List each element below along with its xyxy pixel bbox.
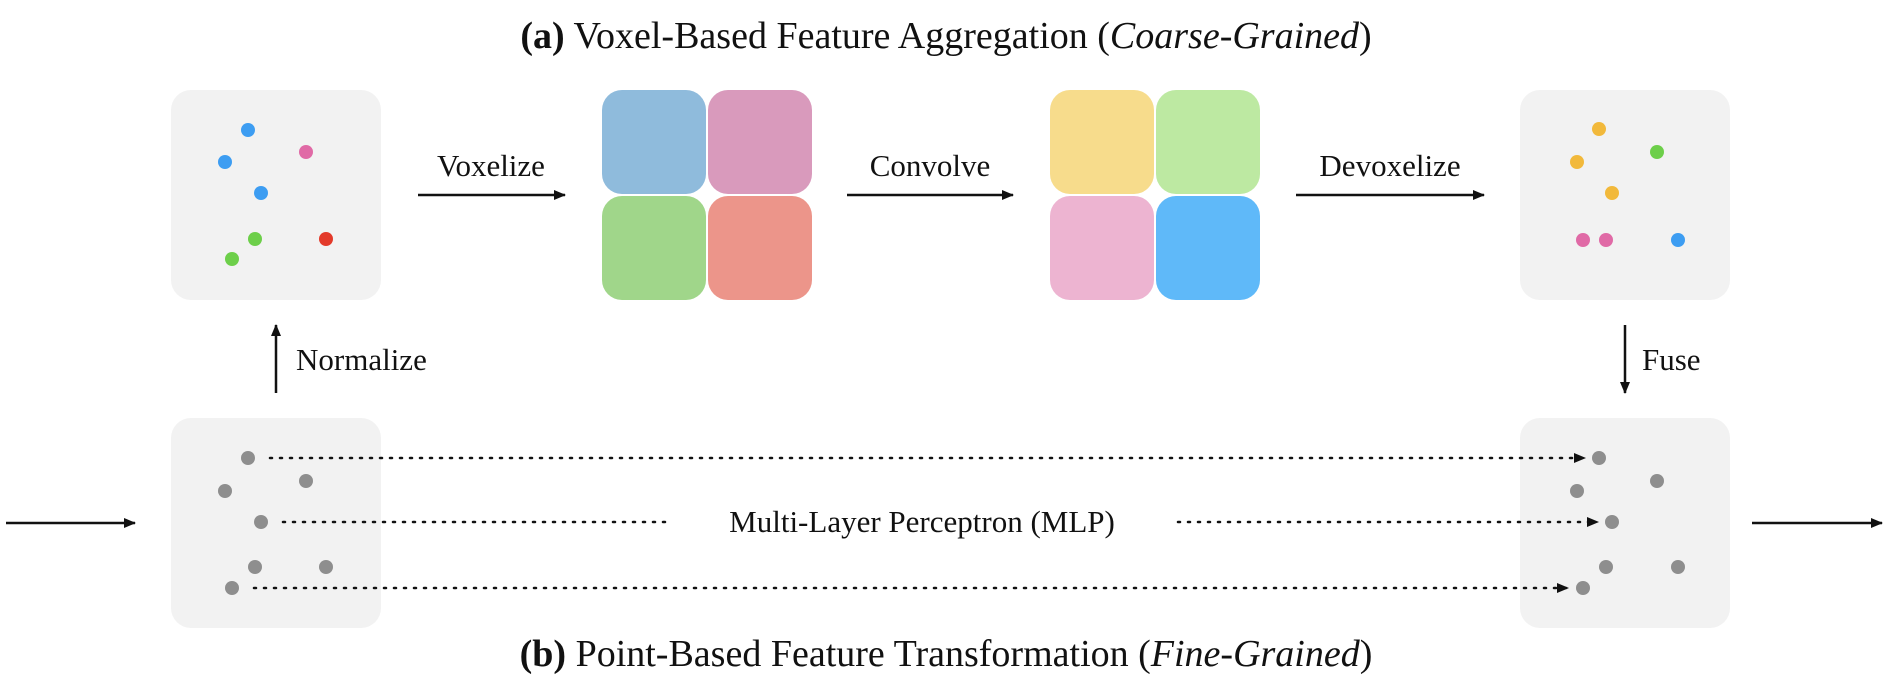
title-italic: Coarse-Grained: [1109, 15, 1360, 57]
point: [1599, 233, 1613, 247]
point: [248, 232, 262, 246]
point: [299, 474, 313, 488]
point: [218, 155, 232, 169]
title-close: ): [1359, 15, 1372, 57]
points-input-gray: [218, 451, 333, 595]
voxel-cell: [708, 90, 812, 194]
point: [241, 123, 255, 137]
points-input-colored: [218, 123, 333, 266]
voxel-cell: [1156, 196, 1260, 300]
panel-point-output: [1520, 418, 1730, 628]
point: [218, 484, 232, 498]
point: [1570, 155, 1584, 169]
title-tag: (b): [519, 633, 567, 675]
points-devoxelized: [1570, 122, 1685, 247]
voxel-cell: [1156, 90, 1260, 194]
devoxelize-label: Devoxelize: [1319, 148, 1460, 183]
point: [225, 581, 239, 595]
point: [1576, 581, 1590, 595]
point: [248, 560, 262, 574]
point: [1592, 451, 1606, 465]
point: [1650, 145, 1664, 159]
normalize-label: Normalize: [296, 342, 427, 377]
panel-devoxelized-points: [1520, 90, 1730, 300]
panel-point-input: [171, 418, 381, 628]
point: [299, 145, 313, 159]
point: [319, 232, 333, 246]
panel-input-points: [171, 90, 381, 300]
voxel-cell: [1050, 196, 1154, 300]
voxel-cell: [708, 196, 812, 300]
point: [1570, 484, 1584, 498]
point: [1605, 515, 1619, 529]
points-output-gray: [1570, 451, 1685, 595]
convolve-label: Convolve: [870, 148, 991, 183]
point: [1592, 122, 1606, 136]
voxel-cell: [602, 90, 706, 194]
point: [1599, 560, 1613, 574]
voxelize-label: Voxelize: [437, 148, 545, 183]
voxel-grid-output: [1050, 90, 1260, 300]
title-main: Point-Based Feature Transformation (: [575, 633, 1151, 675]
point: [254, 515, 268, 529]
title-main: Voxel-Based Feature Aggregation (: [573, 15, 1110, 57]
fuse-label: Fuse: [1642, 342, 1701, 377]
title-tag: (a): [520, 15, 565, 57]
title-close: ): [1359, 633, 1373, 675]
title-italic: Fine-Grained: [1150, 633, 1360, 675]
point: [254, 186, 268, 200]
point: [241, 451, 255, 465]
mlp-label: Multi-Layer Perceptron (MLP): [729, 504, 1115, 539]
voxel-grid-input: [602, 90, 812, 300]
point: [1650, 474, 1664, 488]
point: [1671, 560, 1685, 574]
point: [319, 560, 333, 574]
title-voxel-branch: (a) Voxel-Based Feature Aggregation (Coa…: [0, 14, 1892, 58]
voxel-cell: [602, 196, 706, 300]
point: [225, 252, 239, 266]
point: [1605, 186, 1619, 200]
title-point-branch: (b) Point-Based Feature Transformation (…: [0, 632, 1892, 676]
point: [1671, 233, 1685, 247]
voxel-cell: [1050, 90, 1154, 194]
point: [1576, 233, 1590, 247]
